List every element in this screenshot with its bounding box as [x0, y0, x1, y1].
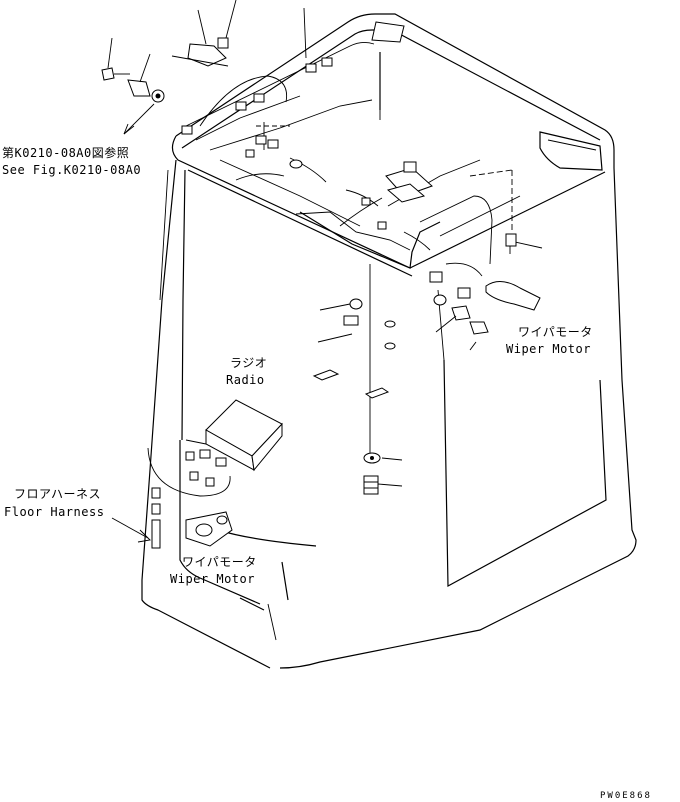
- wiper-motor-right-label-jp: ワイパモータ: [518, 325, 593, 339]
- floor-harness-label-en: Floor Harness: [4, 505, 104, 519]
- radio-label-jp: ラジオ: [230, 356, 267, 370]
- floor-harness-group: [111, 487, 233, 549]
- drawing-code: PW0E868: [600, 791, 652, 801]
- left-upper-parts: [101, 37, 165, 135]
- floor-harness-label-jp: フロアハーネス: [14, 487, 101, 501]
- wiper-motor-left-label-jp: ワイパモータ: [182, 555, 257, 569]
- radio: [147, 399, 283, 497]
- roof-harness: [181, 21, 603, 269]
- top-parts: [171, 0, 307, 67]
- wiper-motor-right-label-en: Wiper Motor: [506, 342, 591, 356]
- reference-label-jp: 第K0210-08A0図参照: [2, 145, 129, 160]
- reference-label-en: See Fig.K0210-08A0: [2, 163, 141, 177]
- center-hardware: [312, 264, 403, 495]
- cab-outline: [141, 13, 637, 669]
- radio-label-en: Radio: [226, 373, 265, 387]
- wiper-motor-left-label-en: Wiper Motor: [170, 572, 255, 586]
- right-wiper-motor: [429, 233, 543, 351]
